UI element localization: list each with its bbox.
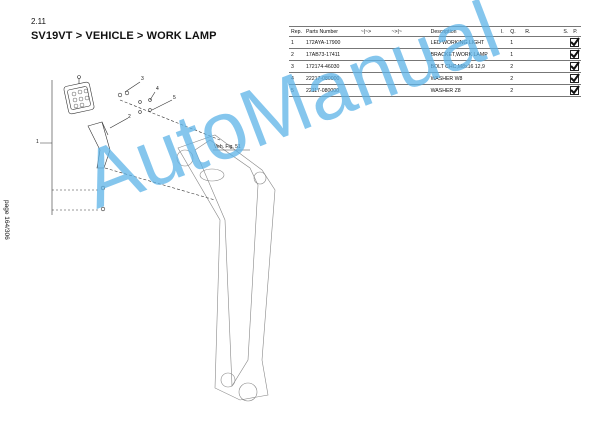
callout-3: 3 (141, 76, 144, 82)
cell-qty: 1 (508, 48, 524, 61)
checkbox-checked-icon[interactable] (570, 49, 580, 59)
checkbox-checked-icon[interactable] (570, 61, 580, 71)
callout-5: 5 (173, 95, 176, 101)
section-number: 2.11 (31, 17, 46, 26)
header-s: S. (561, 26, 572, 37)
table-row: 3 172174-46030 BOLT CHC,M8x16 12,9 2 (289, 60, 581, 73)
header-i: I. (498, 26, 509, 37)
cell-part-number[interactable]: 22117-080000 (303, 84, 359, 97)
header-q: Q. (508, 26, 524, 37)
cell-rep: 1 (289, 36, 304, 49)
cell-qty: 2 (508, 72, 524, 85)
checkbox-checked-icon[interactable] (570, 37, 580, 47)
cell-qty: 2 (508, 84, 524, 97)
header-r: R. (523, 26, 562, 37)
checkbox-checked-icon[interactable] (570, 73, 580, 83)
callout-4: 4 (156, 86, 159, 92)
table-row: 4 22217-080000 WASHER W8 2 (289, 72, 581, 85)
header-rep: Rep. (289, 26, 304, 37)
callout-2: 2 (128, 114, 131, 120)
callout-1: 1 (36, 139, 39, 145)
checkbox-checked-icon[interactable] (570, 85, 580, 95)
table-row: 1 172AYA-17900 LED WORKING LIGHT 1 (289, 36, 581, 49)
page-title: SV19VT > VEHICLE > WORK LAMP (31, 30, 217, 42)
cell-description: WASHER Z8 (428, 84, 499, 97)
header-p: P. (571, 26, 581, 37)
parts-table: Rep. Parts Number ~|~> ~>|~ Description … (289, 26, 581, 97)
cell-qty: 1 (508, 36, 524, 49)
table-row: 5 22117-080000 WASHER Z8 2 (289, 84, 581, 97)
cell-rep: 5 (289, 84, 304, 97)
vehicle-figure-reference[interactable]: Veh. Fig. 51 (214, 144, 241, 150)
